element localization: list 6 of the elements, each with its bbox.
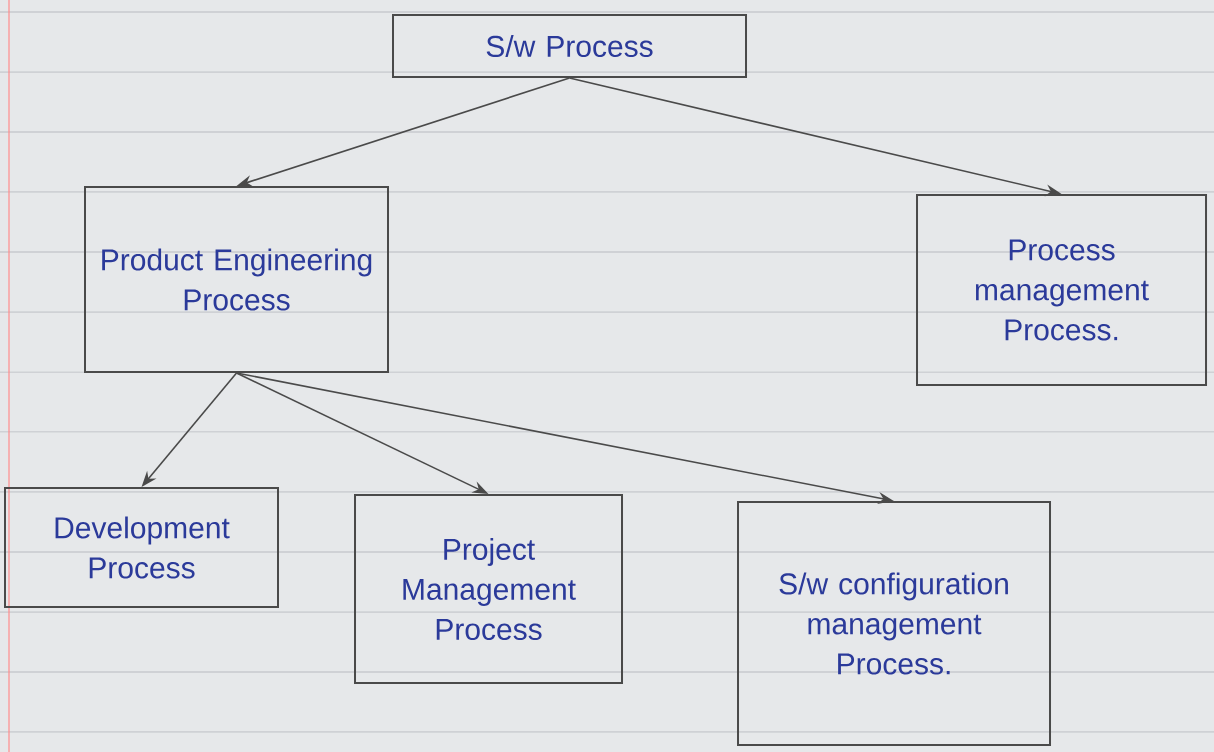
process-box: Process management Process. [916,194,1207,386]
process-box: Development Process [4,487,279,608]
process-box: Product Engineering Process [84,186,389,373]
process-box: Project Management Process [354,494,623,684]
process-box: S/w Process [392,14,747,78]
process-box: S/w configuration management Process. [737,501,1051,746]
